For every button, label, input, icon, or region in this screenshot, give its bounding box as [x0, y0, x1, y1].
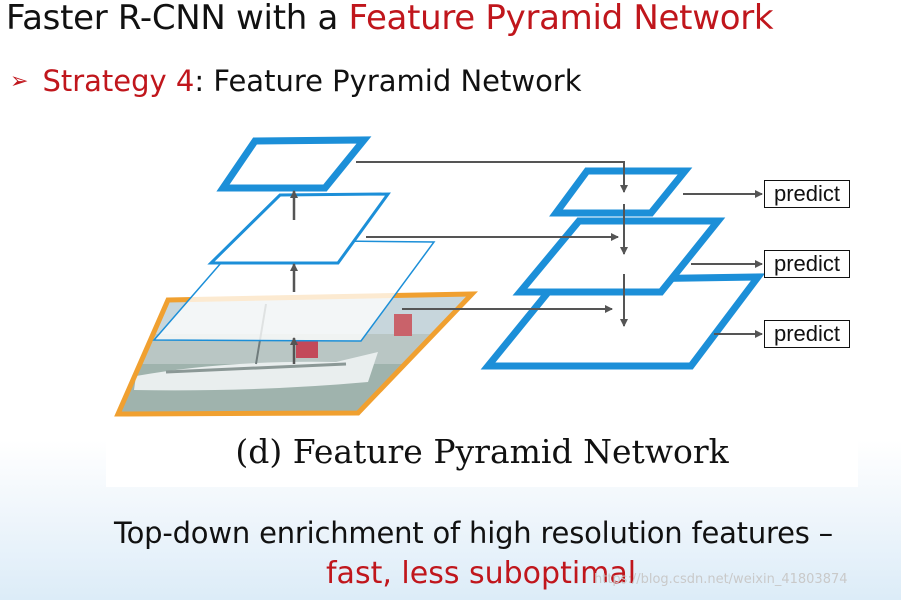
fpn-diagram: [114, 136, 766, 417]
bullet-point: ➢ Strategy 4: Feature Pyramid Network: [10, 64, 582, 98]
figure-caption: (d) Feature Pyramid Network: [235, 432, 729, 471]
slide-title: Faster R-CNN with a Feature Pyramid Netw…: [6, 0, 774, 38]
bullet-text: : Feature Pyramid Network: [194, 64, 582, 98]
fpn-figure: predict predict predict (d) Feature Pyra…: [106, 114, 858, 487]
top-down-level-2: [512, 217, 726, 296]
summary-highlight: fast, less suboptimal: [326, 556, 637, 591]
bottom-up-level-2: [207, 192, 391, 265]
predict-box-top: predict: [764, 180, 850, 208]
predict-box-middle: predict: [764, 250, 850, 278]
bottom-up-level-3: [216, 136, 372, 192]
summary-text: Top-down enrichment of high resolution f…: [114, 516, 833, 550]
top-down-level-1: [549, 167, 693, 217]
title-accent: Feature Pyramid Network: [348, 0, 774, 38]
watermark: https://blog.csdn.net/weixin_41803874: [594, 572, 848, 587]
bullet-accent: Strategy 4: [42, 64, 195, 98]
title-prefix: Faster R-CNN with a: [6, 0, 349, 38]
bullet-arrow-icon: ➢: [10, 69, 29, 94]
predict-box-bottom: predict: [764, 320, 850, 348]
